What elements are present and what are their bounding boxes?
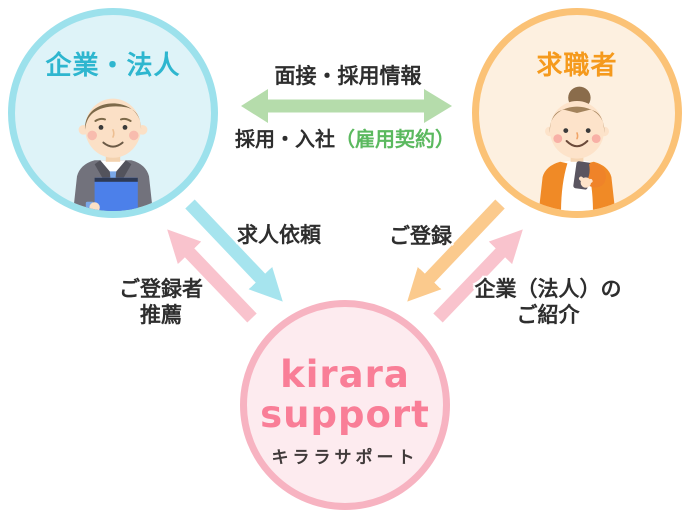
- businessman-with-folder-icon: [73, 98, 153, 211]
- kirara-support-name-jp: キララサポート: [271, 448, 419, 467]
- kirara-support-name: kirara support: [247, 355, 443, 435]
- job-request-label: 求人依頼: [237, 224, 321, 247]
- hire-contract-label-green: （雇用契約）: [335, 129, 455, 151]
- company-introduction-line2: ご紹介: [516, 304, 580, 327]
- kirara-name-line1: kirara: [280, 353, 410, 396]
- hire-contract-label-black: 採用・入社: [235, 129, 335, 151]
- kirara-support-node: kirara support キララサポート: [240, 300, 450, 510]
- company-node: 企業・法人: [8, 8, 218, 218]
- company-label: 企業・法人: [45, 50, 181, 80]
- registrant-recommendation-arrow-icon: [167, 229, 257, 323]
- job-seeker-node: 求職者: [472, 8, 682, 218]
- company-introduction-line1: 企業（法人）の: [474, 278, 622, 301]
- registrant-recommendation-label: ご登録者 推薦: [101, 277, 221, 329]
- registration-arrow-icon: [407, 199, 505, 302]
- job-request-arrow-icon: [185, 199, 283, 302]
- company-introduction-arrow-icon: [433, 229, 523, 323]
- hire-contract-label: 採用・入社（雇用契約）: [205, 123, 485, 152]
- job-seeker-label: 求職者: [536, 50, 618, 80]
- interview-double-arrow-icon: [241, 89, 452, 123]
- company-introduction-label: 企業（法人）の ご紹介: [468, 277, 628, 329]
- interview-info-label: 面接・採用情報: [274, 65, 422, 88]
- kirara-name-line2: support: [260, 393, 430, 436]
- registrant-recommendation-line1: ご登録者: [119, 278, 203, 301]
- registration-label: ご登録: [389, 225, 452, 248]
- registrant-recommendation-line2: 推薦: [140, 304, 182, 327]
- woman-with-phone-icon: [538, 86, 616, 211]
